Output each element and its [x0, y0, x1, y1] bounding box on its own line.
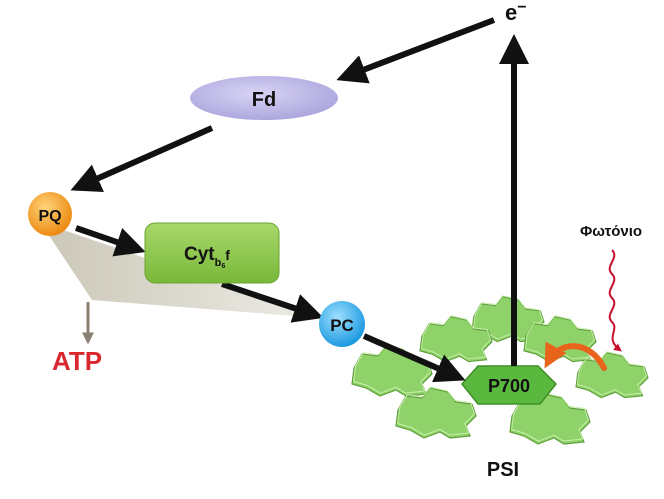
fd-node	[190, 76, 338, 120]
arrow-pc-to-p700	[362, 333, 466, 383]
arrow-pq-to-cyt	[75, 225, 146, 257]
photon-wave	[608, 249, 622, 352]
pq-label: PQ	[38, 208, 61, 225]
p700-center	[461, 365, 558, 405]
excitation-arrow	[544, 341, 607, 371]
fd-label: Fd	[252, 89, 276, 111]
photon-label: Φωτόνιο	[580, 223, 642, 240]
cyt-label: Cytb6f	[184, 244, 230, 270]
atp-label: ATP	[52, 346, 102, 376]
arrow-fd-to-pq	[70, 125, 214, 193]
pc-node	[319, 301, 365, 347]
electron-label: e−	[505, 0, 527, 25]
pc-label: PC	[330, 316, 354, 335]
cyt-b6f-node	[144, 222, 280, 284]
arrow-cyt-to-pc	[221, 281, 324, 323]
arrow-e-to-fd	[336, 17, 496, 84]
pq-node	[28, 192, 72, 236]
psi-label: PSI	[487, 459, 519, 481]
p700-label: P700	[488, 376, 530, 396]
